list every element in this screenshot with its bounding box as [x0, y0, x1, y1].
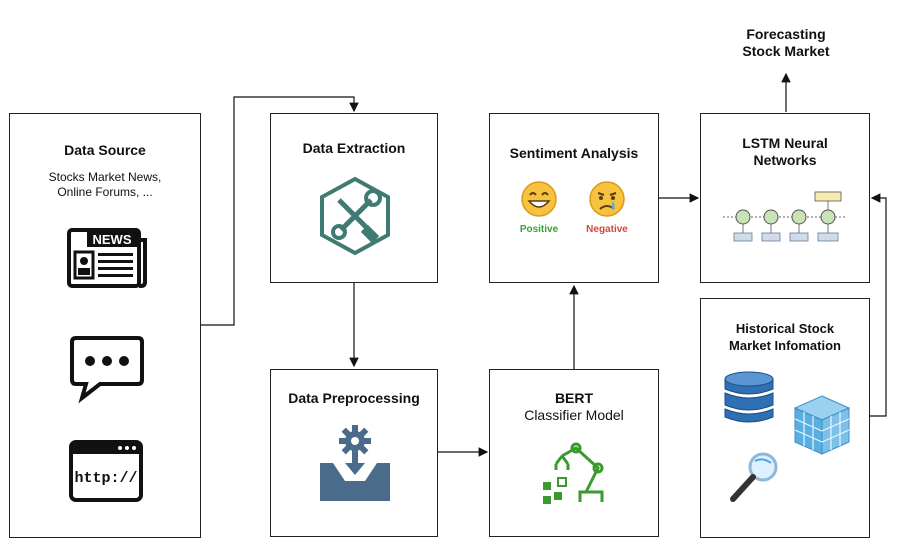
bert-subtitle: Classifier Model — [524, 407, 624, 423]
sentiment-title: Sentiment Analysis — [509, 145, 639, 161]
crying-face-icon — [589, 181, 625, 217]
newspaper-icon: NEWS — [67, 228, 147, 288]
magnifier-icon — [730, 452, 778, 502]
robot-arm-icon — [543, 442, 604, 504]
gear-tray-icon — [320, 425, 390, 501]
forecast-line1: Forecasting — [746, 26, 826, 42]
sentiment-analysis-box: Sentiment Analysis Positive Negative — [489, 113, 659, 283]
happy-face-icon — [521, 181, 557, 217]
lstm-network-icon — [723, 191, 847, 242]
data-cube-icon — [793, 395, 851, 455]
positive-label: Positive — [519, 224, 559, 235]
lstm-title-1: LSTM Neural — [742, 135, 828, 151]
lstm-title-2: Networks — [753, 152, 817, 168]
data-extraction-title: Data Extraction — [302, 140, 406, 156]
chat-bubble-icon — [70, 336, 144, 404]
bert-title: BERT — [554, 390, 594, 406]
tools-icon — [320, 176, 390, 256]
forecast-line2: Stock Market — [742, 43, 830, 59]
data-extraction-box: Data Extraction — [270, 113, 438, 283]
edge-historical-to-lstm — [869, 193, 887, 417]
historical-title-1: Historical Stock — [735, 321, 835, 336]
forecast-label: Forecasting Stock Market — [716, 26, 856, 60]
historical-title-2: Market Infomation — [729, 338, 841, 353]
edge-source-to-extraction — [200, 96, 359, 326]
data-source-box: Data Source Stocks Market News, Online F… — [9, 113, 201, 538]
lstm-box: LSTM Neural Networks — [700, 113, 870, 283]
news-badge-text: NEWS — [93, 232, 132, 247]
historical-stock-box: Historical Stock Market Infomation — [700, 298, 870, 538]
data-preprocessing-title: Data Preprocessing — [288, 390, 420, 406]
data-source-title: Data Source — [64, 142, 146, 158]
database-icon — [724, 371, 774, 423]
http-text: http:// — [74, 470, 137, 487]
browser-window-icon: http:// — [69, 440, 143, 502]
data-source-desc-1: Stocks Market News, — [48, 170, 162, 184]
data-preprocessing-box: Data Preprocessing — [270, 369, 438, 537]
data-source-desc-2: Online Forums, ... — [57, 185, 153, 199]
negative-label: Negative — [586, 224, 628, 235]
bert-box: BERT Classifier Model — [489, 369, 659, 537]
